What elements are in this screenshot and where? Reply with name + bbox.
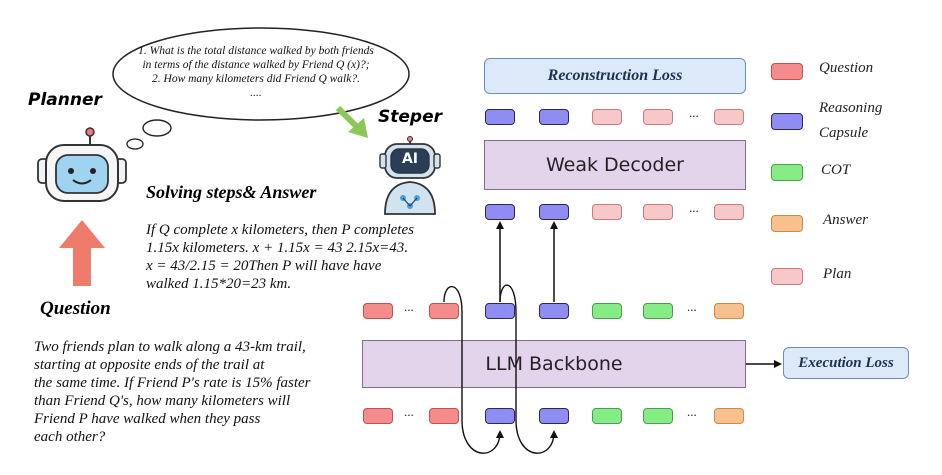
- legend-label-answer: Answer: [823, 212, 868, 228]
- backbone-output-token-question-2: [429, 303, 459, 319]
- solving-text: If Q complete x kilometers, then P compl…: [146, 222, 414, 292]
- decoder-input-token-plan-2: [643, 204, 673, 220]
- legend-swatch-plan: [771, 268, 803, 285]
- legend-swatch-answer: [771, 215, 803, 232]
- backbone-input-token-capsule-1: [485, 408, 515, 424]
- execution-loss-box: Execution Loss: [783, 347, 909, 379]
- planner-label: Planner: [28, 90, 102, 110]
- legend-swatch-reasoning-capsule: [771, 113, 803, 130]
- question-to-planner-arrow: [59, 220, 105, 286]
- decoder-output-token-capsule-2: [539, 109, 569, 125]
- legend-label-cot: COT: [821, 162, 851, 178]
- legend-swatch-cot: [771, 164, 803, 181]
- legend-swatch-question: [771, 63, 803, 80]
- backbone-output-ellipsis-1: ...: [404, 299, 414, 314]
- decoder-input-token-plan-3: [714, 204, 744, 220]
- steper-label: Steper: [378, 107, 442, 127]
- backbone-output-token-capsule-1: [485, 303, 515, 319]
- autoregressive-loop-1: [443, 285, 504, 454]
- weak-decoder-box: Weak Decoder: [484, 140, 746, 190]
- question-text: Two friends plan to walk along a 43-km t…: [34, 339, 311, 445]
- solving-heading: Solving steps& Answer: [146, 182, 317, 202]
- reconstruction-loss-box: Reconstruction Loss: [484, 58, 746, 94]
- backbone-input-token-capsule-2: [539, 408, 569, 424]
- backbone-input-ellipsis-2: ...: [687, 404, 697, 419]
- thought-bubble-text: 1. What is the total distance walked by …: [138, 45, 374, 99]
- legend-label-capsule: Capsule: [819, 125, 869, 141]
- thought-bubble: [112, 27, 410, 150]
- planner-robot-icon: [37, 127, 127, 202]
- backbone-output-token-answer: [714, 303, 744, 319]
- question-heading: Question: [40, 298, 111, 319]
- decoder-output-token-capsule-1: [485, 109, 515, 125]
- backbone-output-ellipsis-2: ...: [687, 299, 697, 314]
- steper-robot-icon: [379, 136, 441, 215]
- decoder-input-ellipsis: ...: [689, 200, 699, 215]
- llm-backbone-box: LLM Backbone: [362, 340, 746, 388]
- backbone-output-token-question-1: [363, 303, 393, 319]
- legend-label-plan: Plan: [823, 266, 852, 282]
- bubble-to-steper-arrow: [335, 105, 368, 138]
- ai-badge: AI: [401, 151, 419, 167]
- backbone-input-token-answer: [714, 408, 744, 424]
- decoder-input-token-capsule-2: [539, 204, 569, 220]
- decoder-output-ellipsis: ...: [689, 105, 699, 120]
- backbone-input-token-question-2: [429, 408, 459, 424]
- decoder-output-token-plan-1: [592, 109, 622, 125]
- decoder-input-token-plan-1: [592, 204, 622, 220]
- backbone-output-token-capsule-2: [539, 303, 569, 319]
- backbone-input-token-question-1: [363, 408, 393, 424]
- legend-label-question: Question: [819, 60, 874, 76]
- decoder-output-token-plan-3: [714, 109, 744, 125]
- backbone-input-token-cot-2: [643, 408, 673, 424]
- backbone-input-token-cot-1: [592, 408, 622, 424]
- backbone-output-token-cot-2: [643, 303, 673, 319]
- backbone-output-token-cot-1: [592, 303, 622, 319]
- backbone-input-ellipsis-1: ...: [404, 404, 414, 419]
- decoder-input-token-capsule-1: [485, 204, 515, 220]
- legend-label-reasoning: Reasoning: [819, 100, 883, 116]
- autoregressive-loop-2: [499, 284, 558, 454]
- decoder-output-token-plan-2: [643, 109, 673, 125]
